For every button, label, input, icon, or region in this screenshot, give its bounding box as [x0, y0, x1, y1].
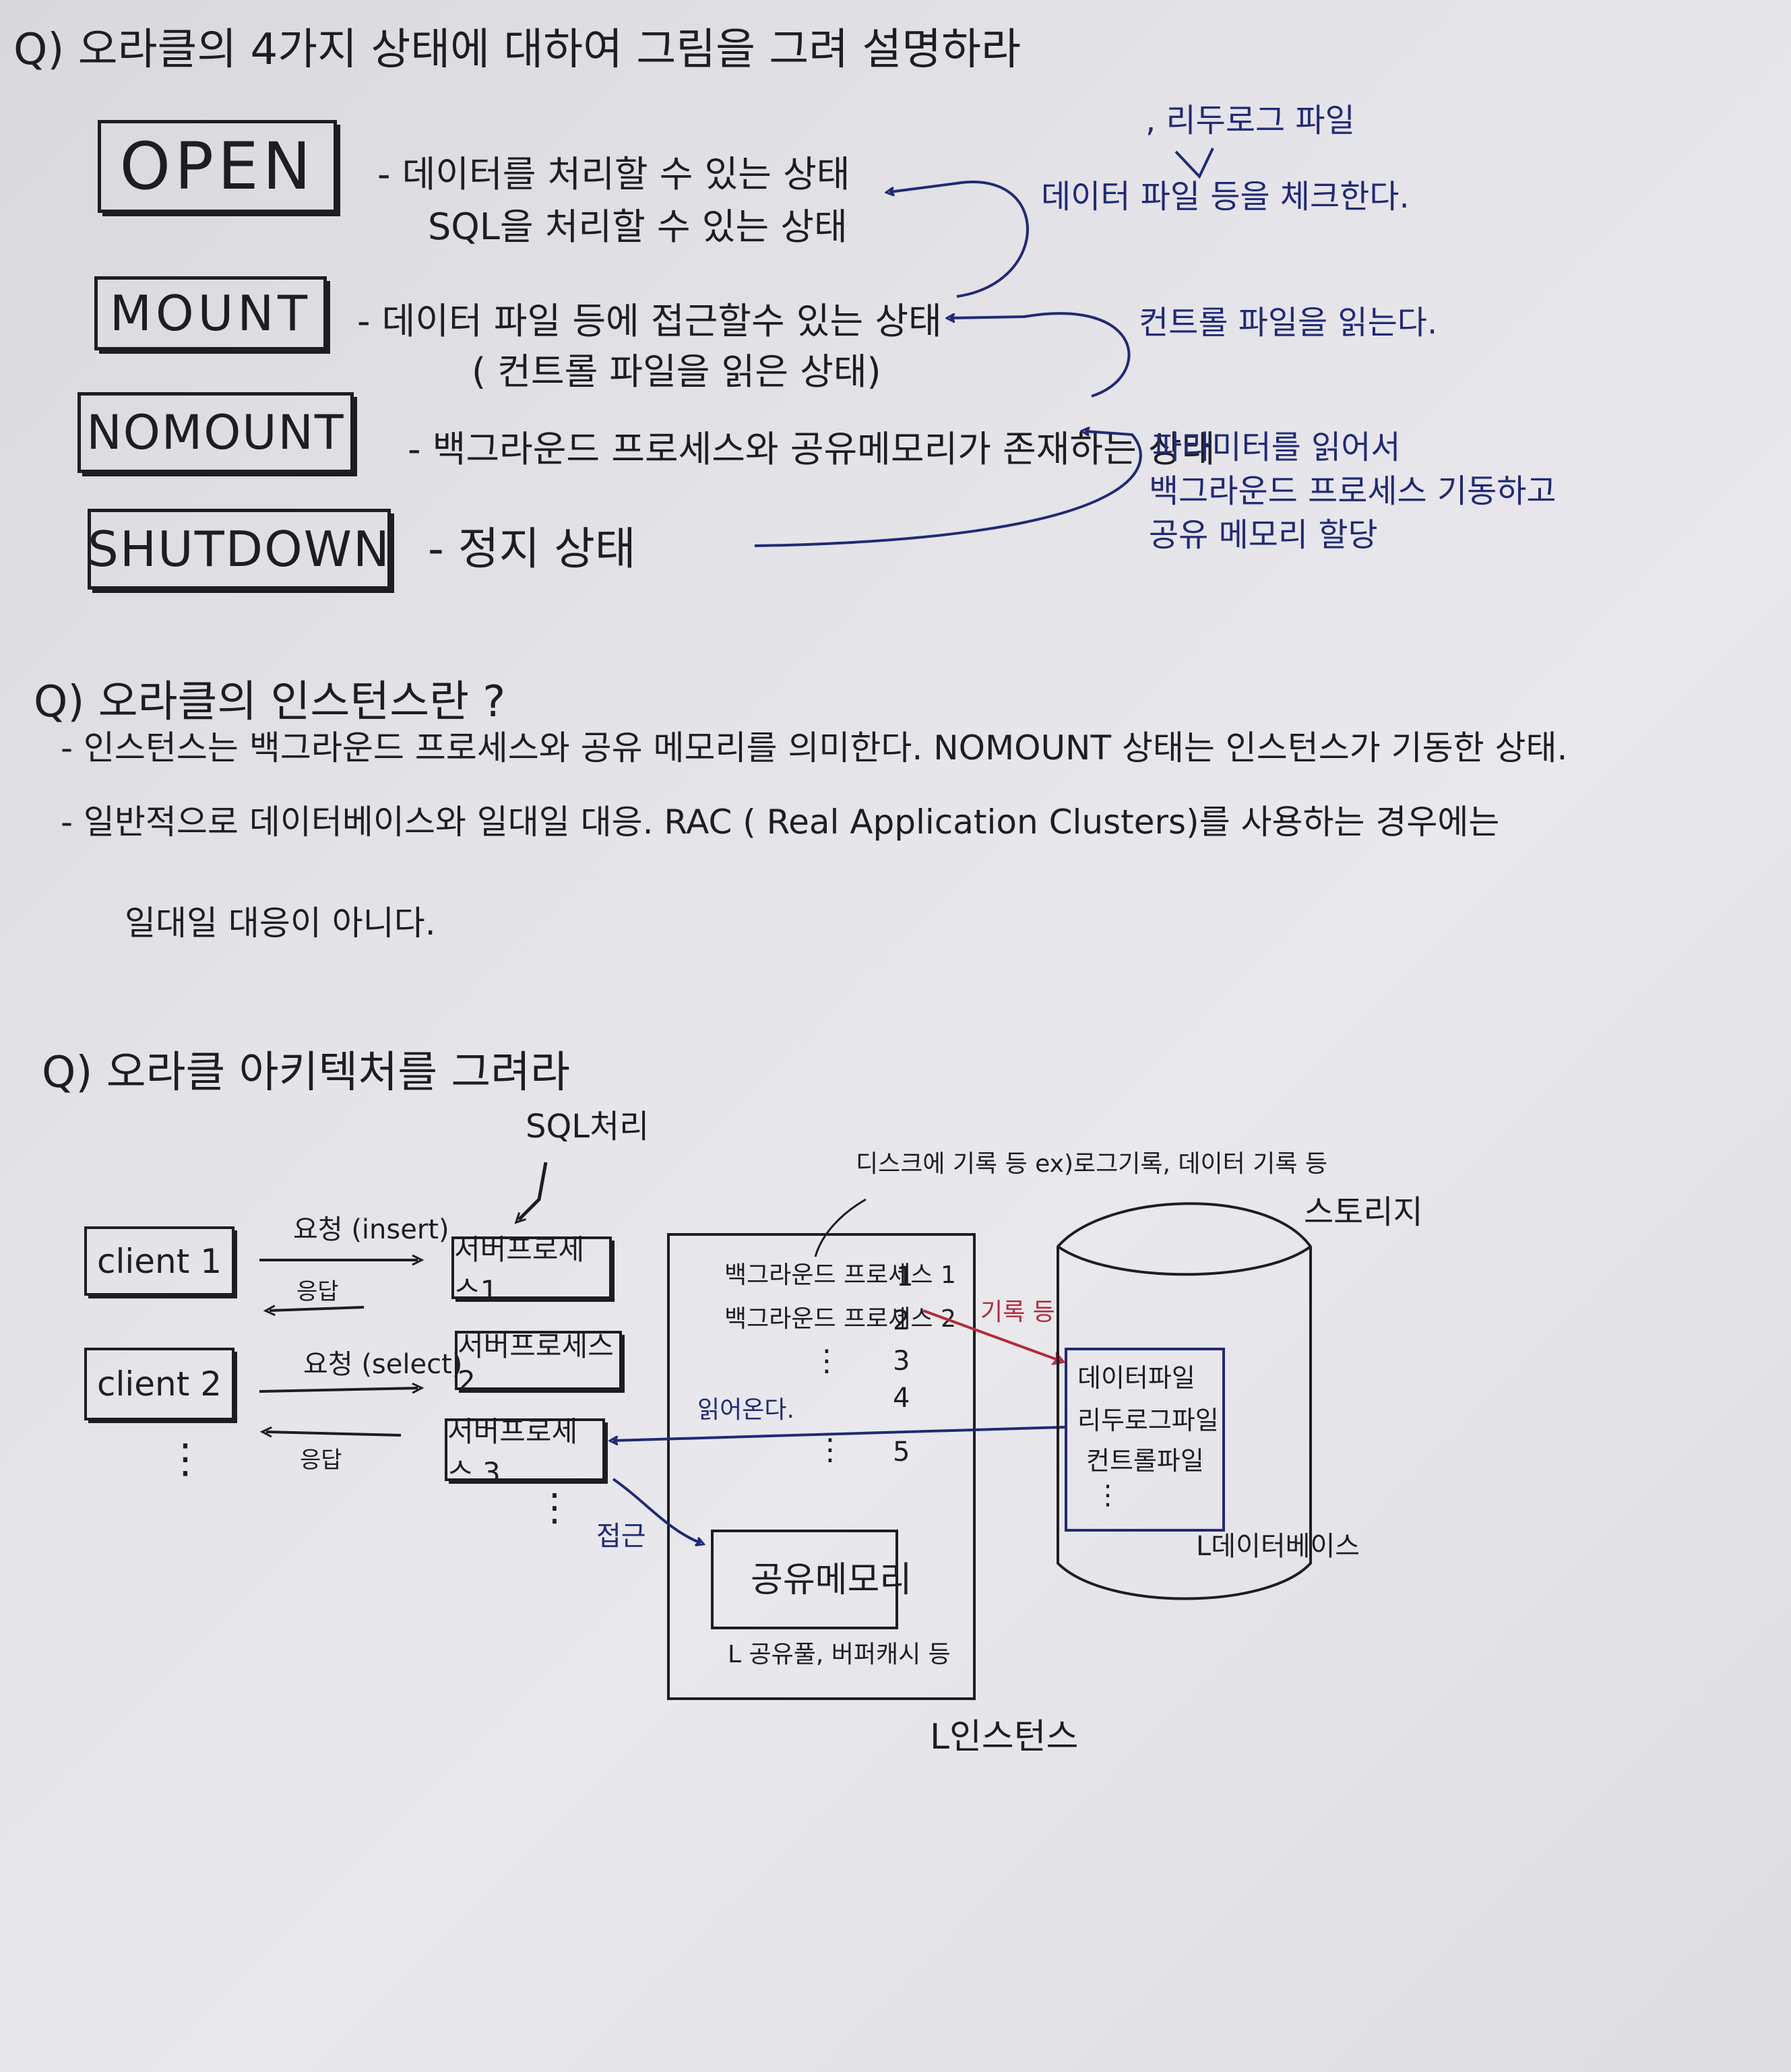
access-arrow	[613, 1479, 701, 1543]
storage-cylinder-rim	[1058, 1247, 1311, 1274]
mount-to-open-arrow	[889, 182, 1028, 296]
shutdown-to-nomount-arrow	[755, 431, 1141, 546]
write-arrow	[923, 1311, 1061, 1361]
read-arrow	[613, 1427, 1065, 1441]
response-1-arrow	[270, 1307, 364, 1311]
redo-check-mark	[1176, 148, 1213, 177]
disk-note-pointer	[815, 1199, 866, 1257]
request-2-arrow	[259, 1388, 418, 1391]
response-2-arrow	[266, 1432, 401, 1435]
nomount-to-mount-arrow	[950, 313, 1129, 396]
sql-processing-arrow	[519, 1162, 546, 1220]
